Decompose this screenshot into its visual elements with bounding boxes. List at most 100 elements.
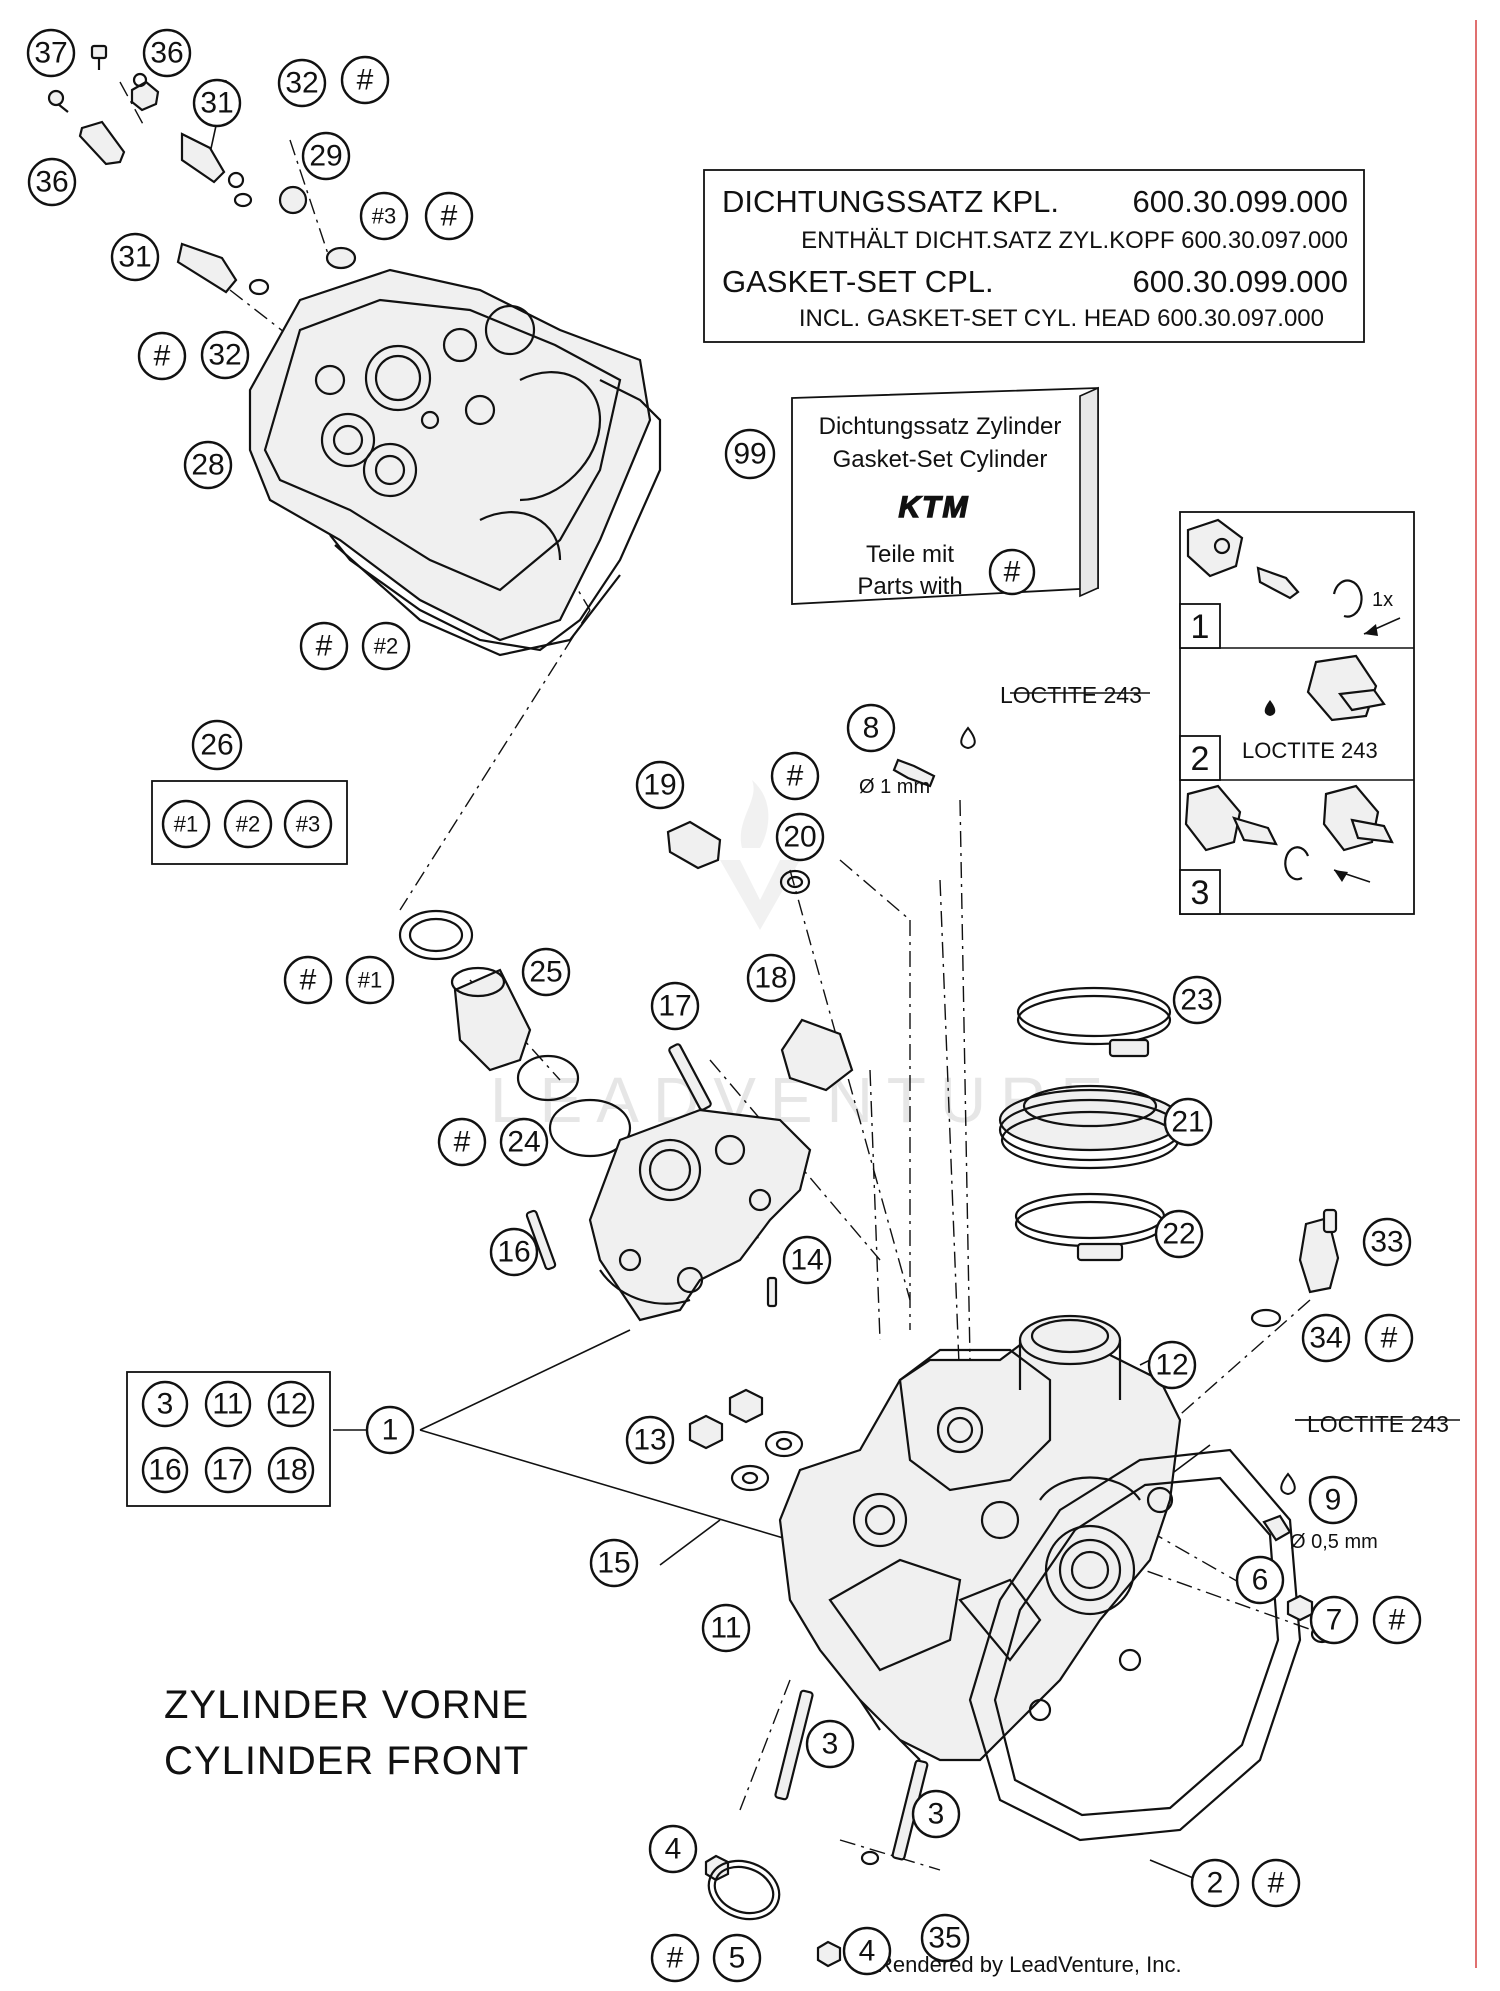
callout-35[interactable]: 35	[920, 1913, 970, 1963]
loctite-top-label: LOCTITE 243	[1000, 682, 1142, 708]
callout-1[interactable]: 1	[365, 1405, 415, 1455]
svg-text:12: 12	[274, 1388, 307, 1421]
callout-36-left[interactable]: 36	[27, 157, 77, 207]
svg-text:3: 3	[928, 1798, 945, 1831]
callout-20[interactable]: 20	[775, 812, 825, 862]
callout-hash1[interactable]: #1	[345, 955, 395, 1005]
svg-text:#2: #2	[374, 634, 398, 659]
callout-hash-i[interactable]: #	[1251, 1858, 1301, 1908]
gasket-set-line3-value: 600.30.099.000	[1133, 264, 1349, 299]
callout-7[interactable]: 7	[1309, 1595, 1359, 1645]
svg-text:6: 6	[1252, 1564, 1269, 1597]
valve-cover-part-28	[248, 268, 652, 642]
callout-3-b[interactable]: 3	[911, 1789, 961, 1839]
callout-hash-e[interactable]: #	[437, 1117, 487, 1167]
callout-18[interactable]: 18	[746, 953, 796, 1003]
callout-hash-b[interactable]: #	[137, 331, 187, 381]
washer-part-35	[860, 1850, 880, 1866]
callout-3-a[interactable]: 3	[805, 1719, 855, 1769]
svg-text:23: 23	[1180, 984, 1213, 1017]
callout-99[interactable]: 99	[724, 428, 776, 480]
kit-26-item-2[interactable]: #2	[223, 799, 273, 849]
callout-21[interactable]: 21	[1163, 1097, 1213, 1147]
callout-19[interactable]: 19	[635, 760, 685, 810]
callout-37[interactable]: 37	[26, 28, 76, 78]
callout-23[interactable]: 23	[1172, 975, 1222, 1025]
callout-12[interactable]: 12	[1147, 1340, 1197, 1390]
kit-1-item-3[interactable]: 3	[141, 1380, 189, 1428]
callout-hash-g[interactable]: #	[1364, 1313, 1414, 1363]
callout-6[interactable]: 6	[1235, 1555, 1285, 1605]
callout-11[interactable]: 11	[701, 1603, 751, 1653]
callout-9[interactable]: 9	[1308, 1475, 1358, 1525]
kit-marker-callout[interactable]: #	[988, 548, 1036, 596]
svg-text:11: 11	[710, 1612, 741, 1645]
bolt-part-19	[666, 820, 722, 870]
callout-32-top[interactable]: 32	[277, 58, 327, 108]
kit-line4: Parts with	[857, 573, 962, 600]
kit-26-item-3[interactable]: #3	[283, 799, 333, 849]
pin-part-14	[766, 1276, 778, 1308]
kit-1-item-11[interactable]: 11	[204, 1380, 252, 1428]
callout-31-lower[interactable]: 31	[110, 232, 160, 282]
callout-hash-c[interactable]: #	[299, 621, 349, 671]
svg-text:16: 16	[497, 1236, 530, 1269]
cylinder-head-body	[778, 1314, 1182, 1762]
callout-hash2[interactable]: #2	[361, 621, 411, 671]
svg-text:20: 20	[783, 821, 816, 854]
plug-part-18	[780, 1018, 854, 1092]
callout-8[interactable]: 8	[846, 703, 896, 753]
svg-text:32: 32	[285, 67, 318, 100]
svg-text:24: 24	[507, 1126, 540, 1159]
svg-text:16: 16	[148, 1454, 181, 1487]
kit-26-item-1[interactable]: #1	[161, 799, 211, 849]
svg-text:21: 21	[1171, 1106, 1204, 1139]
kit-1-item-16[interactable]: 16	[141, 1446, 189, 1494]
callout-hash3-a[interactable]: #3	[359, 191, 409, 241]
callout-hash-j[interactable]: #	[650, 1933, 700, 1983]
callout-5[interactable]: 5	[712, 1933, 762, 1983]
callout-16[interactable]: 16	[489, 1227, 539, 1277]
callout-hash-a[interactable]: #	[424, 191, 474, 241]
svg-text:#: #	[1268, 1867, 1285, 1900]
gasket-kit-box: Dichtungssatz Zylinder Gasket-Set Cylind…	[791, 386, 1099, 605]
kit-1-item-18[interactable]: 18	[267, 1446, 315, 1494]
callout-25[interactable]: 25	[521, 947, 571, 997]
callout-34[interactable]: 34	[1301, 1313, 1351, 1363]
callout-13[interactable]: 13	[625, 1415, 675, 1465]
callout-hash-d[interactable]: #	[283, 955, 333, 1005]
head-gasket-outline	[968, 1448, 1302, 1842]
oring-part-5	[707, 1859, 781, 1921]
callout-17[interactable]: 17	[650, 981, 700, 1031]
callout-15[interactable]: 15	[589, 1538, 639, 1588]
callout-22[interactable]: 22	[1154, 1209, 1204, 1259]
callout-36-top[interactable]: 36	[142, 28, 192, 78]
plug-part-29	[278, 185, 357, 270]
callout-4-a[interactable]: 4	[648, 1824, 698, 1874]
svg-text:#1: #1	[358, 968, 382, 993]
gasket-set-line3-label: GASKET-SET CPL.	[722, 264, 994, 299]
procedure-box: 1 2 3 1x LOCTITE 243	[1179, 511, 1415, 915]
callout-4-b[interactable]: 4	[842, 1926, 892, 1976]
kit-1-group: 3 11 12 16 17 18	[126, 1371, 331, 1507]
callout-32-lower[interactable]: 32	[200, 330, 250, 380]
callout-14[interactable]: 14	[782, 1235, 832, 1285]
kit-1-item-12[interactable]: 12	[267, 1380, 315, 1428]
callout-24[interactable]: 24	[499, 1117, 549, 1167]
svg-text:31: 31	[200, 87, 233, 120]
svg-text:#2: #2	[236, 812, 260, 837]
callout-28[interactable]: 28	[183, 440, 233, 490]
callout-31-top[interactable]: 31	[192, 78, 242, 128]
callout-hash-top[interactable]: #	[340, 55, 390, 105]
callout-29[interactable]: 29	[301, 131, 351, 181]
callout-26[interactable]: 26	[191, 719, 243, 771]
kit-line1: Dichtungssatz Zylinder	[819, 413, 1062, 440]
callout-2[interactable]: 2	[1190, 1858, 1240, 1908]
callout-hash-h[interactable]: #	[1372, 1595, 1422, 1645]
step-1-label: 1	[1191, 608, 1210, 646]
callout-hash-f[interactable]: #	[770, 751, 820, 801]
svg-text:19: 19	[643, 769, 676, 802]
callout-33[interactable]: 33	[1362, 1217, 1412, 1267]
kit-1-item-17[interactable]: 17	[204, 1446, 252, 1494]
svg-text:35: 35	[928, 1922, 961, 1955]
